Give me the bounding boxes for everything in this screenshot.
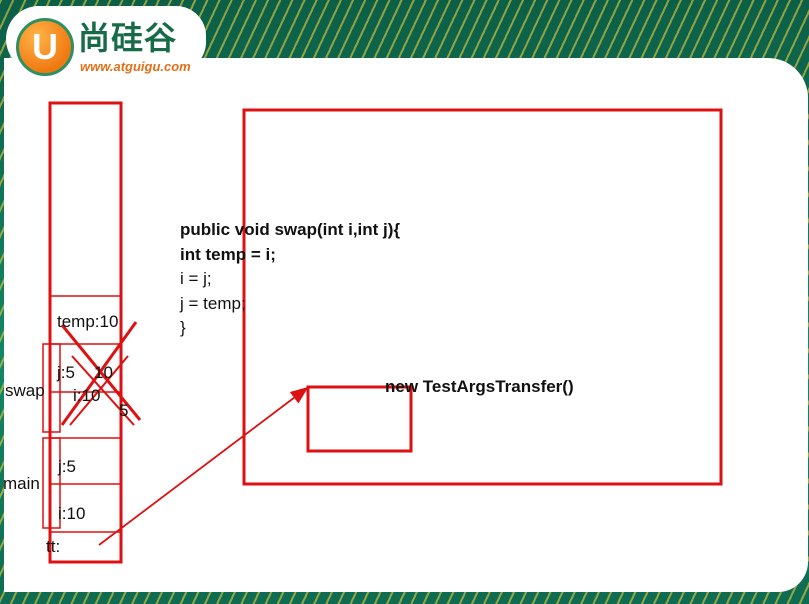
code-line: public void swap(int i,int j){ — [180, 220, 401, 239]
code-line: j = temp; — [180, 293, 246, 313]
strike-line-3 — [71, 355, 135, 426]
frame-label-swap: swap — [5, 381, 45, 400]
swap-method-code: public void swap(int i,int j){ int temp … — [180, 218, 400, 341]
swap-frame-bracket — [42, 343, 61, 433]
logo: U 尚硅谷 www.atguigu.com — [6, 6, 206, 76]
stack-cell-j-swap-new-value: 10 — [94, 363, 113, 382]
stack-column — [48, 101, 123, 564]
logo-url: www.atguigu.com — [80, 59, 191, 74]
code-line: } — [180, 318, 186, 337]
stack-cell-i-swap: i:10 — [73, 386, 101, 405]
strike-line-2 — [60, 321, 138, 426]
stack-cell-j-swap: j:5 — [57, 363, 75, 382]
heap-object-label: new TestArgsTransfer() — [385, 377, 574, 396]
heap-object — [306, 385, 413, 453]
main-frame-bracket — [42, 437, 61, 529]
code-line: i = j; — [180, 269, 212, 288]
stack-cell-i-main: i:10 — [58, 504, 86, 523]
stack-cell-tt: tt: — [46, 537, 61, 556]
logo-badge-icon: U — [16, 18, 74, 76]
slide-canvas — [4, 58, 808, 592]
logo-name: 尚硅谷 — [78, 19, 178, 57]
strike-line-4 — [69, 355, 129, 426]
code-line: int temp = i; — [180, 244, 276, 264]
stack-cell-i-swap-new-value: 5 — [119, 401, 129, 420]
stack-cell-temp: temp:10 — [57, 312, 119, 331]
heap-area — [242, 108, 723, 486]
stack-cell-j-main: j:5 — [58, 457, 76, 476]
frame-label-main: main — [3, 474, 40, 493]
reference-arrow — [98, 386, 309, 546]
